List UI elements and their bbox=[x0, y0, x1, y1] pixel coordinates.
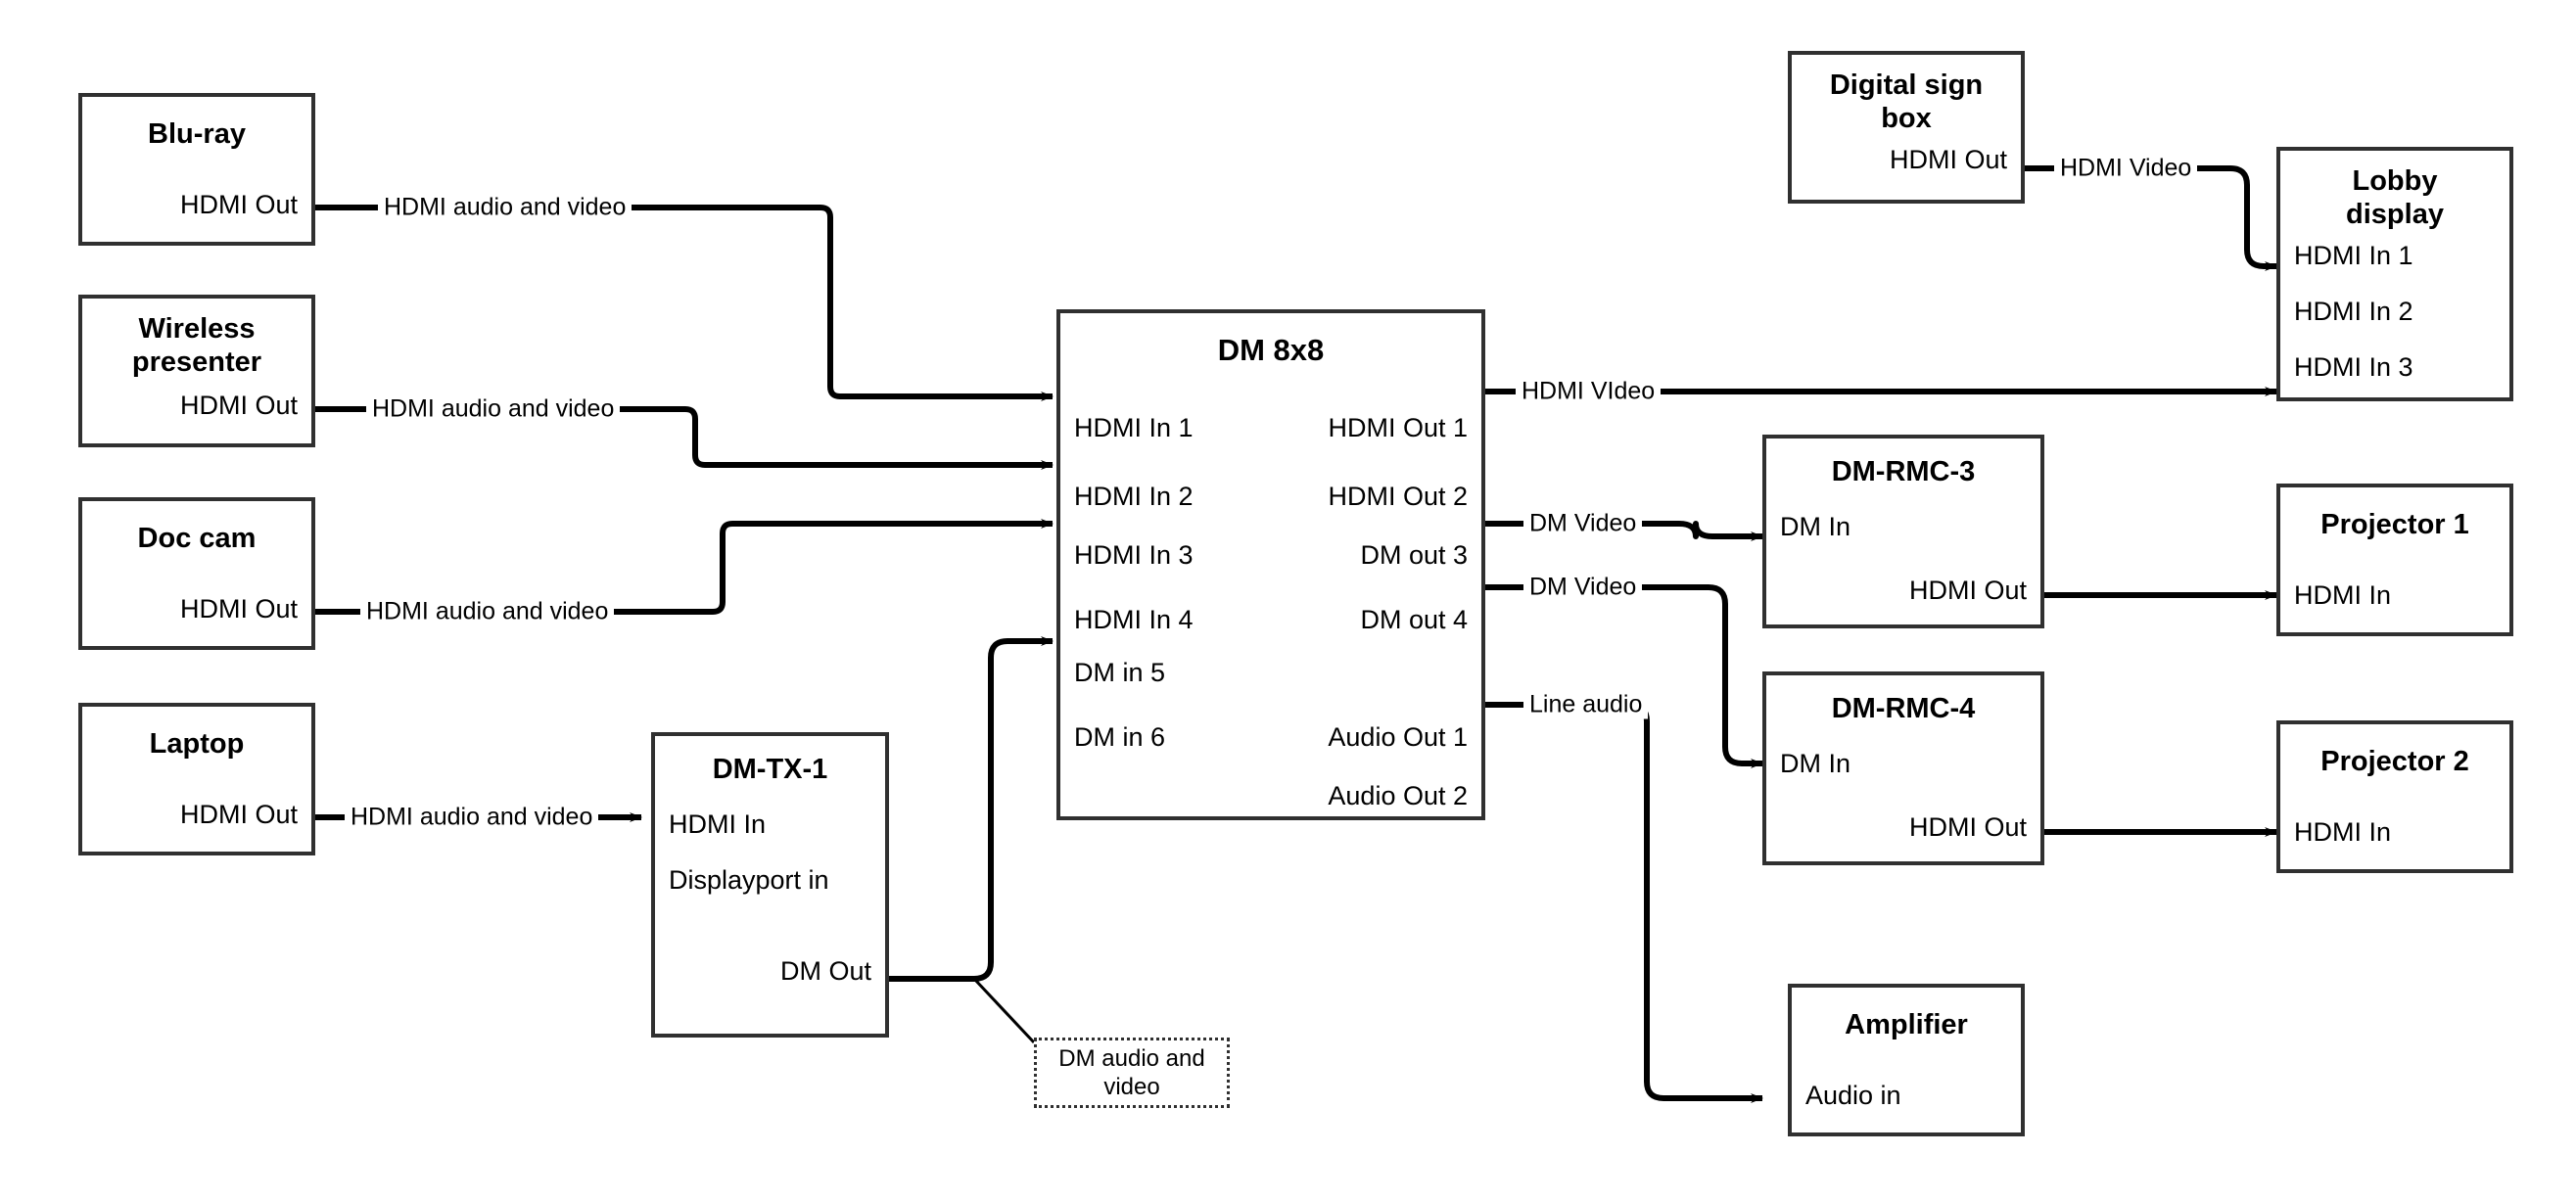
edge-label-hdmi-video-out1: HDMI VIdeo bbox=[1516, 377, 1662, 406]
wire-wireless-to-dm8x8 bbox=[315, 406, 1054, 470]
node-bluray-port-hdmi-out[interactable]: HDMI Out bbox=[179, 190, 298, 219]
node-dm-tx-1[interactable]: DM-TX-1 HDMI In Displayport in DM Out bbox=[651, 732, 889, 1038]
node-dm-8x8-port-hdmi-out-2[interactable]: HDMI Out 2 bbox=[1328, 482, 1468, 511]
node-dm-8x8-port-hdmi-out-1[interactable]: HDMI Out 1 bbox=[1328, 413, 1468, 442]
node-amplifier-title: Amplifier bbox=[1845, 1009, 1968, 1040]
node-dm-8x8-port-dm-in-6[interactable]: DM in 6 bbox=[1074, 722, 1166, 752]
node-dm-8x8-port-audio-out-2[interactable]: Audio Out 2 bbox=[1328, 781, 1468, 810]
node-dm-8x8-port-hdmi-in-2[interactable]: HDMI In 2 bbox=[1074, 482, 1194, 511]
node-projector-1-title: Projector 1 bbox=[2320, 509, 2469, 540]
wire-signbox-to-lobby-in1 bbox=[2025, 165, 2277, 271]
callout-dm-audio-video: DM audio and video bbox=[1034, 1038, 1230, 1108]
wire-doccam-to-dm8x8 bbox=[315, 519, 1054, 615]
node-digital-sign-box-title: Digital sign box bbox=[1829, 69, 1984, 135]
wire-dm8x8-to-amplifier bbox=[1481, 702, 1763, 1103]
node-projector-2[interactable]: Projector 2 HDMI In bbox=[2276, 720, 2513, 873]
edge-label-bluray: HDMI audio and video bbox=[378, 193, 632, 222]
node-dm-8x8-port-audio-out-1[interactable]: Audio Out 1 bbox=[1328, 722, 1468, 752]
edge-label-hdmi-video-sign: HDMI Video bbox=[2054, 154, 2198, 183]
node-lobby-display-port-hdmi-in-2[interactable]: HDMI In 2 bbox=[2294, 297, 2413, 327]
node-doc-cam-port-hdmi-out[interactable]: HDMI Out bbox=[179, 594, 298, 624]
node-bluray[interactable]: Blu-ray HDMI Out bbox=[78, 93, 315, 246]
node-laptop-title: Laptop bbox=[149, 728, 245, 760]
node-dm-8x8-port-dm-out-4[interactable]: DM out 4 bbox=[1360, 605, 1468, 634]
node-dm-tx-1-port-hdmi-in[interactable]: HDMI In bbox=[669, 809, 767, 839]
node-dm-rmc-3-port-hdmi-out[interactable]: HDMI Out bbox=[1908, 576, 2027, 605]
node-lobby-display-port-hdmi-in-3[interactable]: HDMI In 3 bbox=[2294, 352, 2413, 383]
node-projector-2-port-hdmi-in[interactable]: HDMI In bbox=[2294, 817, 2392, 847]
edge-label-dm-video-3: DM Video bbox=[1523, 509, 1643, 538]
edge-label-laptop: HDMI audio and video bbox=[345, 803, 599, 832]
node-dm-8x8-title: DM 8x8 bbox=[1217, 333, 1325, 367]
node-dm-rmc-4-port-hdmi-out[interactable]: HDMI Out bbox=[1908, 812, 2027, 842]
node-dm-rmc-4-port-dm-in[interactable]: DM In bbox=[1780, 749, 1851, 778]
node-dm-rmc-3-title: DM-RMC-3 bbox=[1831, 456, 1976, 487]
edge-label-doccam: HDMI audio and video bbox=[360, 597, 615, 626]
edge-label-dm-video-4: DM Video bbox=[1523, 573, 1643, 602]
node-dm-8x8-port-dm-out-3[interactable]: DM out 3 bbox=[1360, 540, 1468, 570]
node-projector-1[interactable]: Projector 1 HDMI In bbox=[2276, 484, 2513, 636]
node-lobby-display-title: Lobby display bbox=[2346, 165, 2444, 231]
callout-text: DM audio and video bbox=[1058, 1044, 1205, 1100]
node-dm-8x8[interactable]: DM 8x8 HDMI In 1 HDMI In 2 HDMI In 3 HDM… bbox=[1056, 309, 1485, 820]
node-wireless-presenter-title: Wireless presenter bbox=[131, 313, 262, 379]
wire-dm8x8-to-rmc4 bbox=[1481, 584, 1763, 768]
node-dm-tx-1-title: DM-TX-1 bbox=[712, 754, 828, 785]
node-digital-sign-box[interactable]: Digital sign box HDMI Out bbox=[1788, 51, 2025, 204]
wire-dmtx1-to-dm8x8 bbox=[889, 636, 1054, 982]
node-laptop-port-hdmi-out[interactable]: HDMI Out bbox=[179, 800, 298, 829]
node-dm-8x8-port-hdmi-in-4[interactable]: HDMI In 4 bbox=[1074, 605, 1194, 634]
node-bluray-title: Blu-ray bbox=[148, 118, 246, 150]
node-dm-rmc-4-title: DM-RMC-4 bbox=[1831, 693, 1976, 724]
node-digital-sign-box-port-hdmi-out[interactable]: HDMI Out bbox=[1889, 145, 2007, 175]
node-projector-2-title: Projector 2 bbox=[2320, 746, 2469, 777]
node-doc-cam[interactable]: Doc cam HDMI Out bbox=[78, 497, 315, 650]
wire-bluray-to-dm8x8 bbox=[315, 205, 1054, 401]
node-lobby-display[interactable]: Lobby display HDMI In 1 HDMI In 2 HDMI I… bbox=[2276, 147, 2513, 401]
node-amplifier-port-audio-in[interactable]: Audio in bbox=[1805, 1081, 1901, 1110]
callout-leader bbox=[972, 977, 1036, 1044]
node-laptop[interactable]: Laptop HDMI Out bbox=[78, 703, 315, 855]
node-dm-tx-1-port-dm-out[interactable]: DM Out bbox=[779, 956, 871, 986]
node-dm-rmc-3[interactable]: DM-RMC-3 DM In HDMI Out bbox=[1762, 435, 2044, 628]
edge-label-line-audio: Line audio bbox=[1523, 690, 1649, 719]
node-amplifier[interactable]: Amplifier Audio in bbox=[1788, 984, 2025, 1136]
node-dm-8x8-port-hdmi-in-1[interactable]: HDMI In 1 bbox=[1074, 413, 1194, 442]
node-projector-1-port-hdmi-in[interactable]: HDMI In bbox=[2294, 580, 2392, 610]
node-dm-8x8-port-hdmi-in-3[interactable]: HDMI In 3 bbox=[1074, 540, 1194, 570]
node-dm-rmc-4[interactable]: DM-RMC-4 DM In HDMI Out bbox=[1762, 671, 2044, 865]
node-wireless-presenter[interactable]: Wireless presenter HDMI Out bbox=[78, 295, 315, 447]
node-lobby-display-port-hdmi-in-1[interactable]: HDMI In 1 bbox=[2294, 241, 2413, 271]
node-wireless-presenter-port-hdmi-out[interactable]: HDMI Out bbox=[179, 391, 298, 421]
edge-label-wireless: HDMI audio and video bbox=[366, 394, 621, 424]
node-dm-tx-1-port-displayport-in[interactable]: Displayport in bbox=[669, 865, 829, 895]
node-dm-8x8-port-dm-in-5[interactable]: DM in 5 bbox=[1074, 658, 1166, 687]
node-dm-rmc-3-port-dm-in[interactable]: DM In bbox=[1780, 512, 1851, 541]
node-doc-cam-title: Doc cam bbox=[137, 523, 257, 554]
wire-dm8x8-to-rmc3 bbox=[1481, 521, 1763, 541]
